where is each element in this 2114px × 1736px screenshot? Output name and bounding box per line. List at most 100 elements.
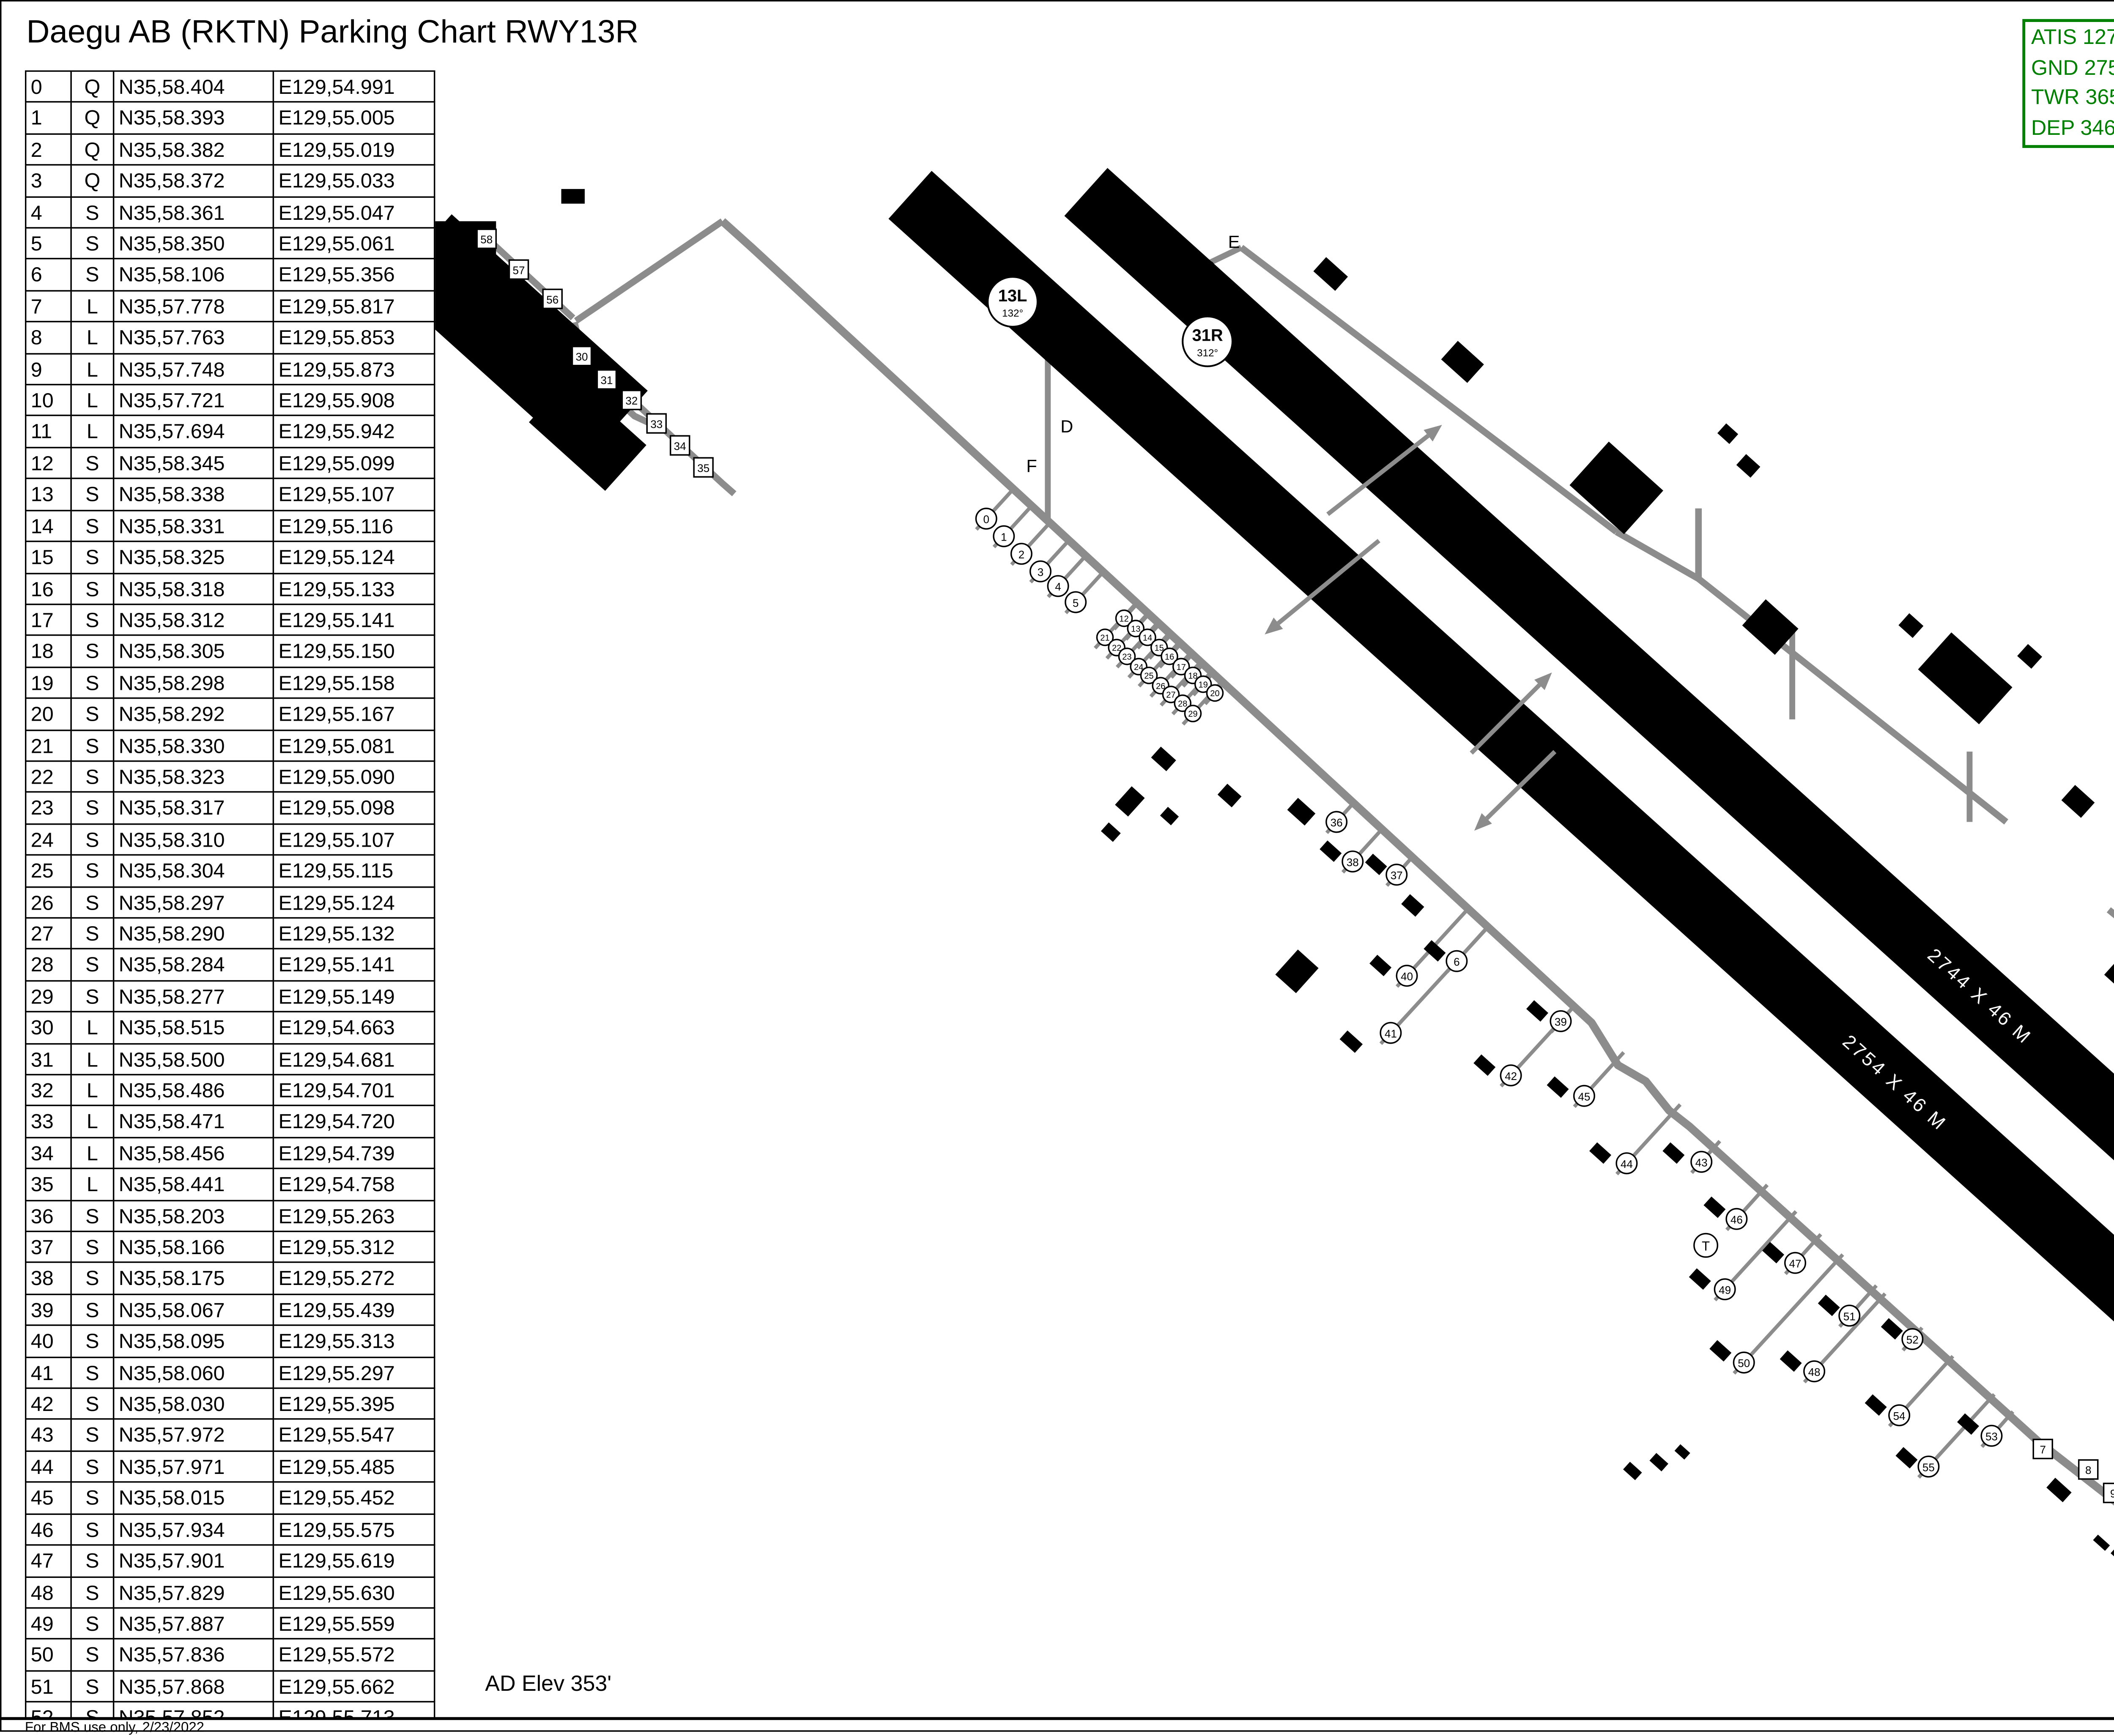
table-cell: 36 xyxy=(25,1199,72,1233)
parking-spot-number: 34 xyxy=(674,440,686,452)
parking-spot-number: 32 xyxy=(625,394,638,407)
parking-spot-number: 36 xyxy=(1331,816,1343,829)
parking-spot-50 xyxy=(1733,1351,1755,1374)
parking-spot-43 xyxy=(1690,1151,1713,1173)
parking-spot-number: 20 xyxy=(1210,689,1219,698)
parking-spot-17 xyxy=(1172,658,1190,675)
table-cell: N35,58.471 xyxy=(112,1105,274,1138)
parking-spot-52 xyxy=(1901,1328,1924,1351)
taxiway-label-D: D xyxy=(1060,416,1073,436)
building xyxy=(1623,1462,1642,1480)
table-cell: E129,55.090 xyxy=(272,760,435,793)
table-cell: 11 xyxy=(25,415,72,448)
table-cell: S xyxy=(70,1638,115,1671)
table-cell: L xyxy=(70,1011,115,1044)
table-cell: 12 xyxy=(25,446,72,480)
parking-spot-number: 31 xyxy=(601,374,613,386)
parking-spot-46 xyxy=(1725,1208,1748,1230)
table-cell: S xyxy=(70,980,115,1013)
table-cell: E129,55.107 xyxy=(272,478,435,511)
table-cell: N35,58.372 xyxy=(112,164,274,197)
table-cell: 23 xyxy=(25,791,72,825)
table-cell: 38 xyxy=(25,1262,72,1295)
building xyxy=(1569,441,1663,534)
parking-spot-12 xyxy=(1115,609,1133,627)
table-cell: 8 xyxy=(25,321,72,354)
parking-spot-9 xyxy=(2103,1482,2114,1504)
parking-spot-0 xyxy=(975,508,997,530)
table-cell: S xyxy=(70,1293,115,1326)
table-cell: N35,58.404 xyxy=(112,70,274,104)
parking-spot-number: 16 xyxy=(1165,653,1174,662)
taxiway-label-D: D xyxy=(1203,257,1216,276)
runway-heading-label: 312° xyxy=(1197,347,1218,359)
table-cell: E129,55.662 xyxy=(272,1670,435,1703)
table-cell: S xyxy=(70,1262,115,1295)
table-cell: E129,55.547 xyxy=(272,1419,435,1452)
parking-spot-48 xyxy=(1803,1360,1826,1383)
table-cell: E129,55.485 xyxy=(272,1450,435,1483)
table-cell: L xyxy=(70,1168,115,1201)
parking-spot-number: 4 xyxy=(1055,580,1061,593)
parking-spot-57 xyxy=(508,259,529,280)
table-cell: E129,55.312 xyxy=(272,1230,435,1264)
parking-spot-34 xyxy=(670,435,690,456)
table-cell: 24 xyxy=(25,823,72,856)
parking-spot-36 xyxy=(1325,811,1348,833)
parking-spot-41 xyxy=(1380,1022,1402,1044)
table-cell: S xyxy=(70,1701,115,1719)
parking-spot-number: 14 xyxy=(1143,633,1152,642)
atis-frequency: ATIS 127.650 xyxy=(2031,26,2114,50)
table-cell: 28 xyxy=(25,948,72,981)
table-cell: S xyxy=(70,1575,115,1609)
table-cell: 42 xyxy=(25,1387,72,1421)
parking-spot-number: 33 xyxy=(650,418,663,430)
building xyxy=(1313,257,1348,291)
parking-spot-number: 13 xyxy=(1131,625,1140,634)
building xyxy=(1441,341,1484,383)
building xyxy=(1649,1453,1668,1471)
departure-frequency: DEP 346.300 xyxy=(2031,117,2114,140)
table-cell: E129,54.720 xyxy=(272,1105,435,1138)
building xyxy=(1736,454,1761,478)
building xyxy=(1275,949,1319,993)
parking-spot-number: 39 xyxy=(1555,1016,1567,1028)
table-cell: N35,57.763 xyxy=(112,321,274,354)
table-cell: E129,55.141 xyxy=(272,948,435,981)
table-cell: N35,58.361 xyxy=(112,196,274,229)
table-cell: E129,55.033 xyxy=(272,164,435,197)
parking-spot-number: 41 xyxy=(1385,1027,1397,1040)
table-cell: S xyxy=(70,666,115,699)
taxiway-label-F: F xyxy=(1026,456,1037,476)
table-cell: 3 xyxy=(25,164,72,197)
table-cell: E129,55.873 xyxy=(272,353,435,385)
parking-spot-47 xyxy=(1784,1252,1806,1274)
building xyxy=(1957,1413,1979,1435)
building xyxy=(1115,786,1145,817)
building xyxy=(2111,1547,2114,1564)
parking-spot-number: 15 xyxy=(1155,644,1164,653)
table-cell: S xyxy=(70,572,115,605)
parking-spot-number: 52 xyxy=(1906,1334,1919,1346)
table-cell: E129,55.005 xyxy=(272,101,435,135)
